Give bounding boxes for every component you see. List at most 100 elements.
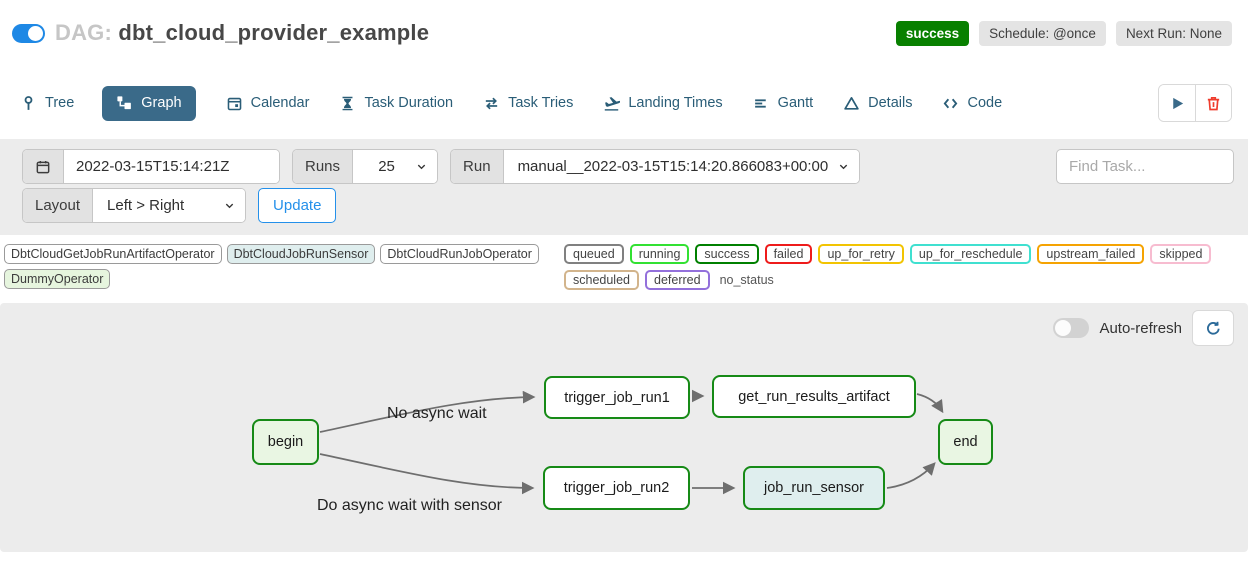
task-node-trigger_job_run1[interactable]: trigger_job_run1: [544, 376, 690, 419]
refresh-icon: [1206, 321, 1220, 335]
tab-label: Gantt: [777, 95, 814, 111]
trash-icon: [1207, 96, 1220, 110]
filter-bar: 2022-03-15T15:14:21Z Runs 25 Run manual_…: [0, 139, 1248, 235]
dag-id-label: dbt_cloud_provider_example: [118, 20, 430, 45]
graph-icon: [117, 95, 132, 109]
code-icon: [944, 98, 958, 108]
plane-landing-icon: [605, 96, 621, 111]
runs-select-value: 25: [378, 158, 395, 175]
tab-calendar[interactable]: Calendar: [226, 86, 310, 121]
runs-label: Runs: [293, 150, 354, 183]
play-icon: [1172, 97, 1183, 109]
tab-gantt[interactable]: Gantt: [753, 86, 813, 121]
dag-header: DAG: dbt_cloud_provider_example success …: [0, 0, 1248, 50]
edge-job_run_sensor-to-end: [886, 462, 936, 489]
status-badge-queued: queued: [564, 244, 624, 264]
view-tabbar: Tree Graph Calendar Task Duration Task T…: [0, 84, 1248, 122]
tab-graph[interactable]: Graph: [102, 85, 196, 121]
tab-label: Task Tries: [508, 95, 574, 111]
layout-select-value: Left > Right: [107, 197, 185, 214]
tab-label: Tree: [45, 95, 75, 111]
run-label: Run: [451, 150, 504, 183]
edge-begin-to-trigger_job_run2: [319, 453, 535, 495]
layout-select[interactable]: Left > Right: [93, 189, 246, 222]
next-run-badge: Next Run: None: [1115, 20, 1232, 46]
dag-pause-toggle[interactable]: [12, 23, 45, 43]
operator-badge: DbtCloudGetJobRunArtifactOperator: [4, 244, 222, 264]
tab-task-tries[interactable]: Task Tries: [483, 86, 573, 121]
chevron-down-icon: [840, 164, 848, 170]
status-badge-running: running: [629, 244, 690, 264]
update-button[interactable]: Update: [258, 188, 337, 223]
edge-get_run_results_artifact-to-end: [916, 393, 944, 414]
graph-tools: Auto-refresh: [1053, 310, 1234, 346]
tab-details[interactable]: Details: [843, 86, 912, 121]
delete-dag-button[interactable]: [1195, 85, 1231, 121]
tab-tree[interactable]: Tree: [20, 86, 74, 121]
page-title: DAG: dbt_cloud_provider_example: [55, 20, 429, 46]
runs-group: Runs 25: [292, 149, 439, 184]
run-select[interactable]: manual__2022-03-15T15:14:20.866083+00:00: [503, 150, 860, 183]
task-node-get_run_results_artifact[interactable]: get_run_results_artifact: [712, 375, 916, 418]
operator-badge: DbtCloudJobRunSensor: [226, 244, 376, 264]
task-node-begin[interactable]: begin: [252, 419, 319, 465]
status-badge-success: success: [695, 244, 759, 264]
task-node-job_run_sensor[interactable]: job_run_sensor: [743, 466, 885, 510]
auto-refresh-label: Auto-refresh: [1099, 319, 1182, 337]
run-select-value: manual__2022-03-15T15:14:20.866083+00:00: [517, 158, 829, 175]
status-badge-failed: failed: [764, 244, 813, 264]
tab-label: Graph: [141, 95, 182, 111]
status-badge: success: [895, 20, 970, 46]
details-triangle-icon: [844, 96, 859, 110]
status-badge-up_for_retry: up_for_retry: [818, 244, 904, 264]
no-status-label: no_status: [719, 273, 774, 287]
tree-icon: [24, 95, 33, 110]
edge-label: No async wait: [387, 405, 487, 422]
tab-label: Task Duration: [364, 95, 454, 111]
chevron-down-icon: [417, 164, 426, 170]
calendar-icon: [36, 160, 50, 173]
tab-label: Landing Times: [628, 95, 723, 111]
schedule-badge: Schedule: @once: [979, 20, 1106, 46]
refresh-button[interactable]: [1192, 310, 1234, 346]
calendar-icon: [227, 97, 241, 110]
tab-landing-times[interactable]: Landing Times: [603, 86, 723, 121]
status-badge-upstream_failed: upstream_failed: [1037, 244, 1145, 264]
layout-group: Layout Left > Right: [22, 188, 247, 223]
find-task-input[interactable]: [1056, 149, 1234, 184]
status-badge-scheduled: scheduled: [564, 270, 639, 290]
date-picker-button[interactable]: [23, 150, 64, 183]
operator-badge: DbtCloudRunJobOperator: [380, 244, 539, 264]
status-badge-skipped: skipped: [1150, 244, 1212, 264]
runs-select[interactable]: 25: [353, 150, 438, 183]
status-badge-up_for_reschedule: up_for_reschedule: [909, 244, 1032, 264]
hourglass-icon: [342, 96, 353, 110]
header-badges: success Schedule: @once Next Run: None: [895, 20, 1232, 46]
run-group: Run manual__2022-03-15T15:14:20.866083+0…: [450, 149, 861, 184]
task-node-end[interactable]: end: [938, 419, 993, 465]
dag-actions: [1158, 84, 1232, 122]
execution-date-input[interactable]: 2022-03-15T15:14:21Z: [64, 150, 279, 183]
chevron-down-icon: [225, 203, 234, 209]
status-badge-deferred: deferred: [645, 270, 710, 290]
dag-graph-panel: begin trigger_job_run1 get_run_results_art…: [0, 303, 1248, 552]
tab-code[interactable]: Code: [942, 86, 1002, 121]
execution-date-group: 2022-03-15T15:14:21Z: [22, 149, 280, 184]
repeat-icon: [485, 97, 498, 109]
tab-task-duration[interactable]: Task Duration: [339, 86, 453, 121]
dag-prefix-label: DAG:: [55, 20, 113, 45]
layout-label: Layout: [23, 189, 94, 222]
tab-label: Details: [868, 95, 913, 111]
gantt-icon: [754, 98, 766, 108]
edge-label: Do async wait with sensor: [317, 497, 502, 514]
tab-label: Calendar: [250, 95, 310, 111]
auto-refresh-toggle[interactable]: [1053, 318, 1090, 338]
trigger-dag-button[interactable]: [1159, 85, 1195, 121]
toggle-knob: [28, 25, 43, 41]
tab-label: Code: [967, 95, 1003, 111]
operator-badge: DummyOperator: [4, 269, 111, 289]
task-node-trigger_job_run2[interactable]: trigger_job_run2: [543, 466, 690, 510]
